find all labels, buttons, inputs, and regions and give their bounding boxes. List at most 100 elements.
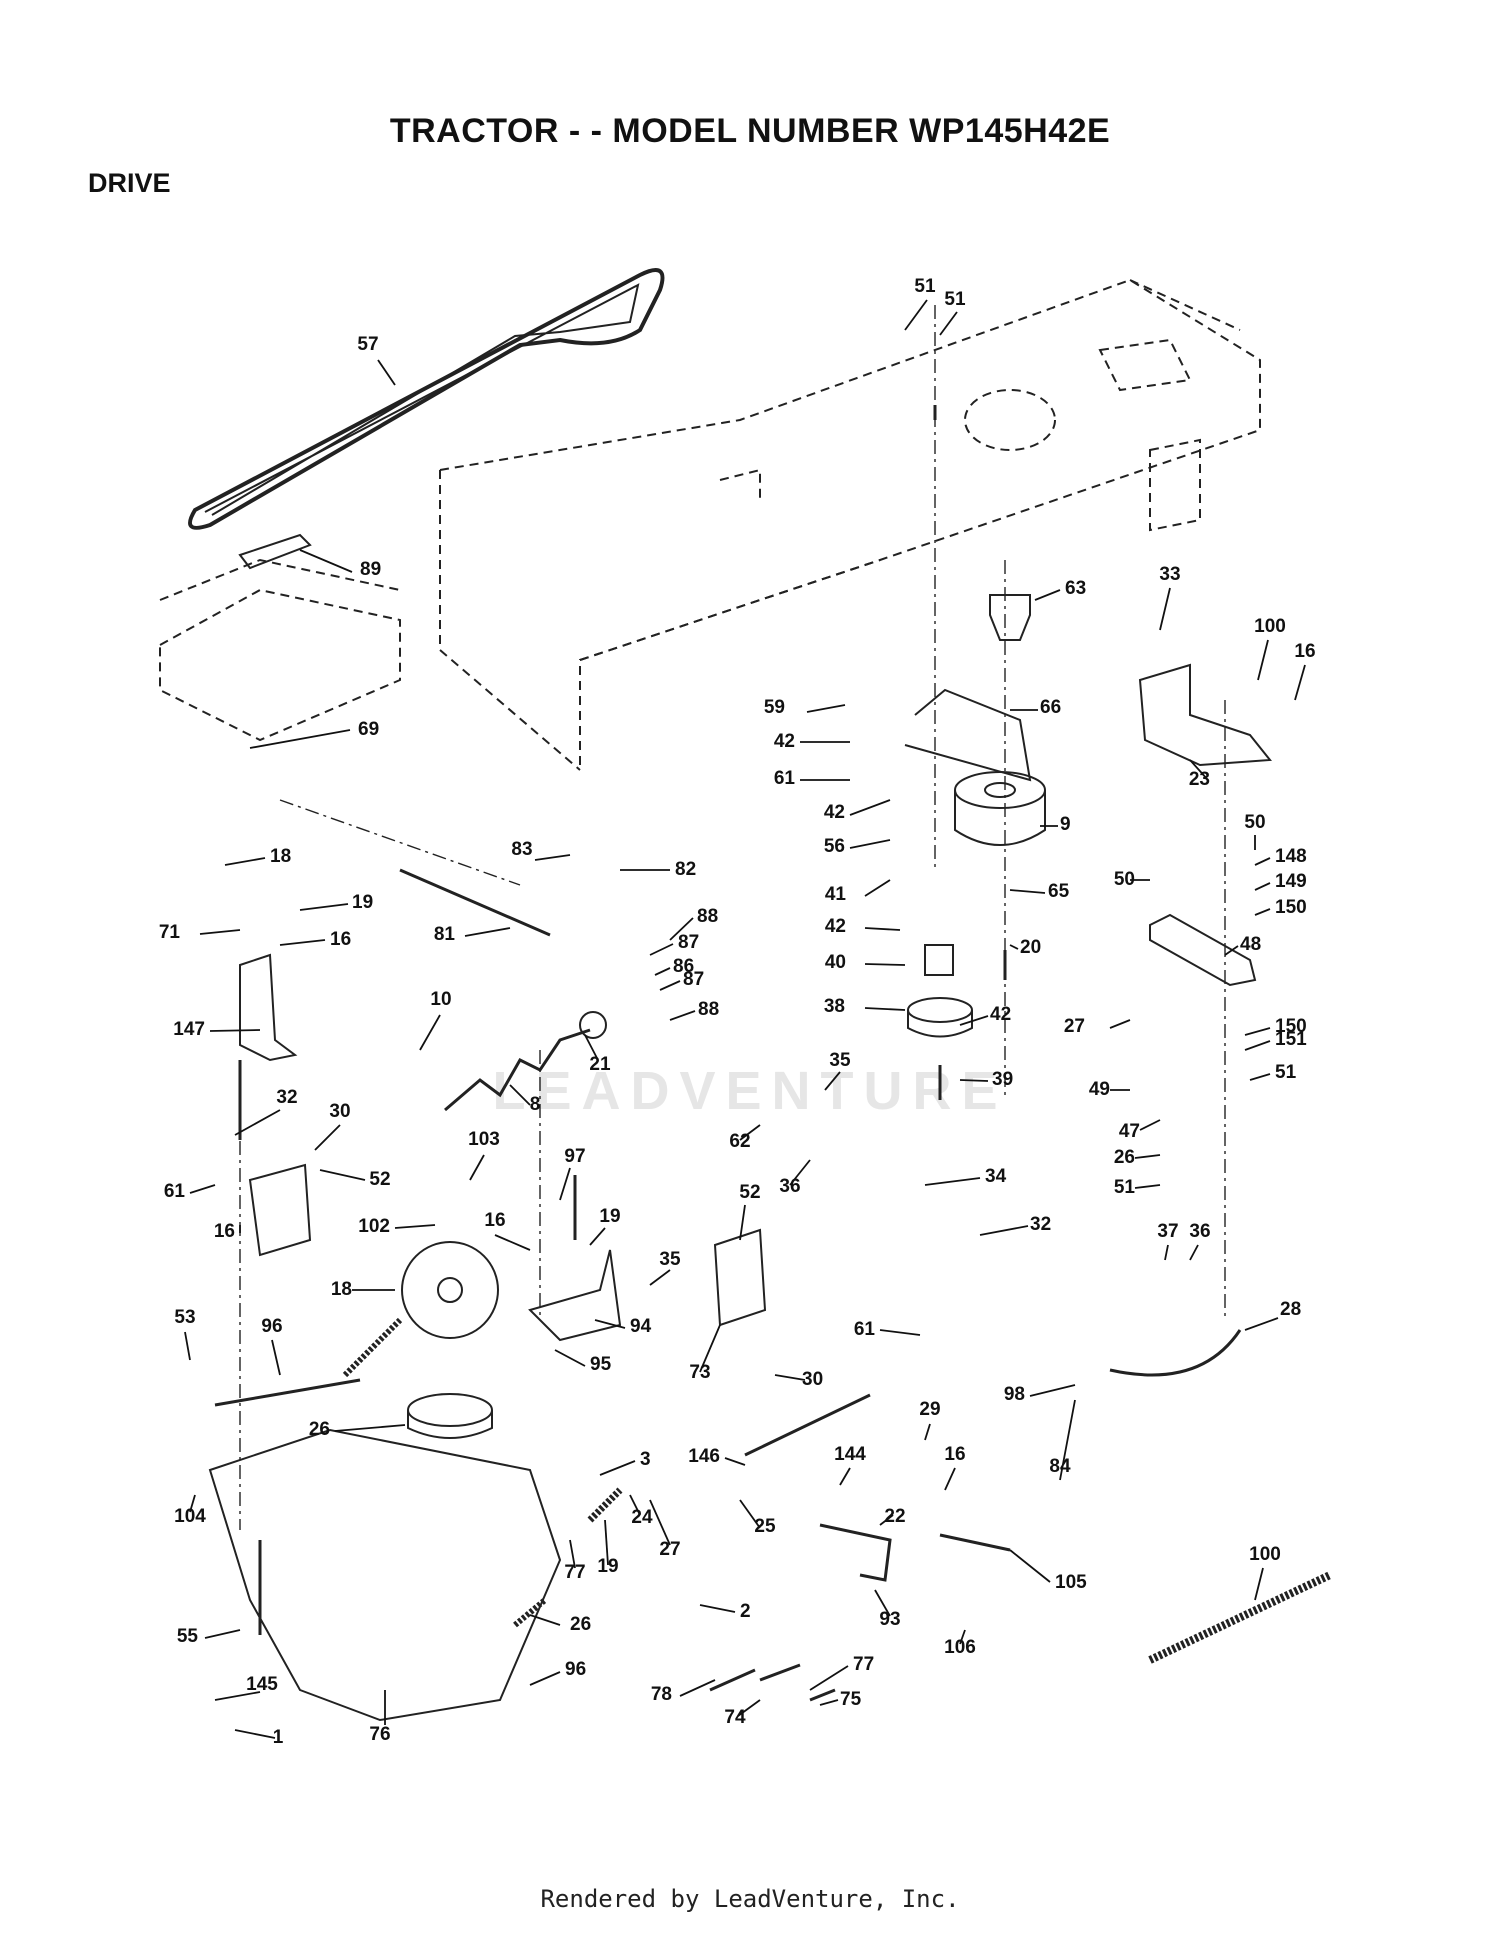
shift-rod-81 (399, 868, 551, 937)
part-callout-24: 24 (631, 1507, 653, 1528)
bracket-66 (904, 688, 1032, 782)
leader-line (189, 1184, 216, 1194)
bracket-71 (239, 953, 298, 1062)
leader-line (1134, 1154, 1161, 1159)
part-callout-96: 96 (565, 1659, 586, 1680)
leader-line (864, 1007, 906, 1011)
part-callout-53: 53 (174, 1307, 195, 1328)
leader-line (649, 1269, 671, 1286)
part-callout-150: 150 (1275, 897, 1307, 918)
leader-line (299, 903, 349, 911)
part-callout-2: 2 (740, 1601, 751, 1622)
part-callout-104: 104 (174, 1506, 206, 1527)
leader-line (1257, 639, 1269, 681)
part-callout-42: 42 (774, 731, 795, 752)
part-callout-78: 78 (651, 1684, 672, 1705)
leader-line (699, 1324, 721, 1373)
leader-line (809, 1665, 849, 1691)
leader-line (209, 1029, 261, 1032)
spring-2 (513, 1597, 547, 1628)
part-callout-149: 149 (1275, 871, 1307, 892)
footer-credit: Rendered by LeadVenture, Inc. (540, 1885, 960, 1913)
part-callout-145: 145 (246, 1674, 278, 1695)
part-callout-150: 150 (1275, 1016, 1307, 1037)
part-callout-10: 10 (430, 989, 451, 1010)
leader-lines (184, 299, 1306, 1739)
leader-line (1009, 1549, 1051, 1583)
leader-line (1254, 1567, 1264, 1601)
leader-line (979, 1225, 1029, 1236)
leader-line (224, 857, 266, 866)
knob-21 (579, 1011, 607, 1039)
part-callout-32: 32 (276, 1087, 297, 1108)
rod-22 (744, 1393, 871, 1457)
leader-line (1139, 1119, 1161, 1131)
leader-line (1249, 1073, 1271, 1081)
part-callout-35: 35 (829, 1050, 851, 1071)
leader-line (939, 311, 958, 336)
part-callout-3: 3 (640, 1449, 651, 1470)
part-callout-48: 48 (1240, 934, 1261, 955)
part-callout-102: 102 (358, 1216, 390, 1237)
watermark: LEADVENTURE (492, 1061, 1008, 1121)
leader-line (739, 1124, 761, 1141)
part-callout-61: 61 (164, 1181, 186, 1202)
part-callout-148: 148 (1275, 846, 1307, 867)
leader-line (584, 1034, 599, 1061)
part-callout-95: 95 (590, 1354, 612, 1375)
part-callout-97: 97 (564, 1146, 585, 1167)
part-callout-26: 26 (1114, 1147, 1135, 1168)
leader-line (944, 1467, 956, 1491)
part-callout-23: 23 (1189, 769, 1210, 790)
leader-line (849, 839, 891, 849)
leader-line (1244, 1027, 1271, 1036)
part-callout-34: 34 (985, 1166, 1007, 1187)
leader-line (679, 1679, 716, 1697)
leader-line (1164, 1244, 1169, 1261)
part-callout-19: 19 (597, 1556, 618, 1577)
part-callout-42: 42 (824, 802, 845, 823)
leader-line (669, 1010, 696, 1021)
leader-line (649, 943, 674, 956)
leader-line (864, 927, 901, 931)
leader-line (839, 1467, 851, 1486)
part-callout-88: 88 (698, 999, 719, 1020)
leader-line (419, 1014, 441, 1051)
leader-line (509, 1084, 531, 1106)
part-callout-51: 51 (914, 276, 936, 297)
section-heading: DRIVE (88, 168, 171, 198)
leader-line (649, 1499, 671, 1546)
leader-line (1294, 664, 1306, 701)
leader-line (864, 879, 891, 897)
leader-line (924, 1423, 931, 1441)
leader-line (394, 1224, 436, 1229)
leader-line (589, 1227, 606, 1246)
part-callout-52: 52 (369, 1169, 390, 1190)
leader-line (1134, 1184, 1161, 1189)
leader-line (1244, 1040, 1271, 1051)
part-callout-21: 21 (589, 1054, 611, 1075)
leader-line (204, 1629, 241, 1639)
part-callout-9: 9 (1060, 814, 1071, 835)
part-callout-73: 73 (689, 1362, 710, 1383)
leader-line (1109, 1019, 1131, 1029)
leader-line (659, 980, 681, 991)
part-callout-36: 36 (1189, 1221, 1210, 1242)
spring-95 (342, 1317, 403, 1378)
leader-line (199, 929, 241, 935)
leader-line (724, 1457, 746, 1466)
pulley-3 (407, 1393, 493, 1439)
leader-line (789, 1159, 811, 1186)
part-callout-89: 89 (360, 559, 381, 580)
part-callout-47: 47 (1119, 1121, 1140, 1142)
transaxle-1 (208, 1428, 562, 1722)
leader-line (864, 963, 906, 966)
shift-lever-8 (444, 1028, 591, 1112)
part-callout-84: 84 (1049, 1456, 1071, 1477)
fan-94 (401, 1241, 499, 1339)
part-callout-77: 77 (853, 1654, 874, 1675)
bolts (238, 405, 1007, 1635)
bracket-73 (528, 1249, 622, 1342)
part-callout-27: 27 (1064, 1016, 1085, 1037)
spring-25 (587, 1487, 623, 1523)
